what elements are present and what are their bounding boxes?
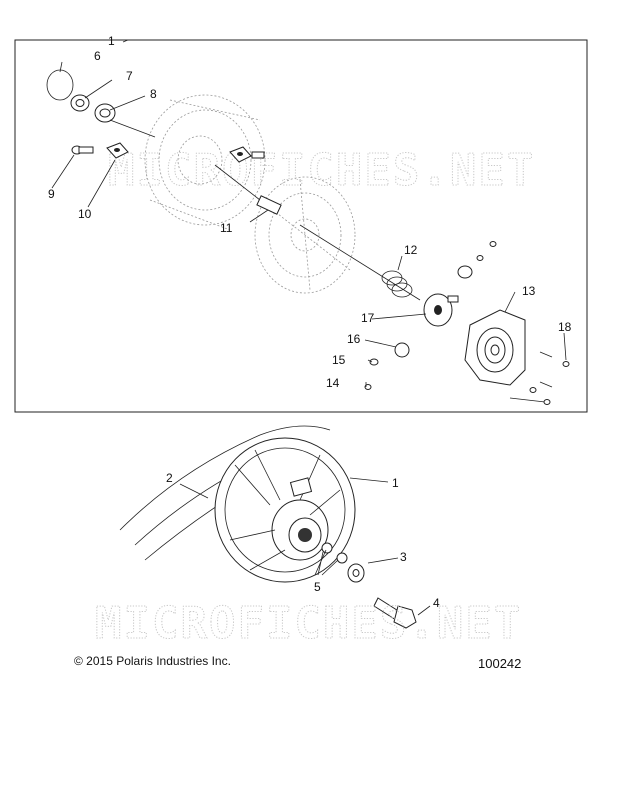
callout-12: 12 — [404, 243, 418, 257]
hub — [423, 293, 459, 327]
cover — [464, 309, 526, 386]
screws — [509, 351, 570, 405]
callout-1: 1 — [108, 34, 115, 48]
bushing-top — [457, 241, 497, 279]
callout-7: 7 — [126, 69, 133, 83]
retaining-ring — [46, 69, 74, 101]
washers — [321, 542, 348, 564]
callout-9: 9 — [48, 187, 55, 201]
exploded-view-panel: MICROFICHES.NET — [14, 34, 588, 413]
callout-bottom-2: 2 — [166, 471, 173, 485]
center-plate — [254, 176, 356, 294]
callout-15: 15 — [332, 353, 346, 367]
callout-17: 17 — [361, 311, 375, 325]
figure-number: 100242 — [478, 656, 522, 671]
spring — [381, 270, 413, 298]
callout-16: 16 — [347, 332, 361, 346]
callout-bottom-5: 5 — [314, 580, 321, 594]
clutch-sheave — [214, 437, 356, 583]
copyright-text: © 2015 Polaris Industries Inc. — [74, 654, 231, 668]
callout-11: 11 — [220, 221, 233, 235]
roller-left — [106, 142, 129, 159]
bearing — [70, 94, 90, 112]
large-washer — [347, 563, 365, 583]
pin — [71, 145, 94, 155]
watermark-bottom: MICROFICHES.NET — [95, 598, 522, 649]
callout-bottom-4: 4 — [433, 596, 440, 610]
callout-13: 13 — [522, 284, 536, 298]
assembled-view: MICROFICHES.NET 1 2 3 4 5 — [95, 425, 522, 650]
callout-10: 10 — [78, 207, 92, 221]
callout-bottom-1: 1 — [392, 476, 399, 490]
watermark-top: MICROFICHES.NET — [108, 145, 535, 196]
sheave-outline — [144, 94, 266, 231]
washer — [94, 103, 116, 123]
callout-bottom-3: 3 — [400, 550, 407, 564]
panel-frame — [14, 39, 588, 413]
callout-18: 18 — [558, 320, 572, 334]
bolt — [373, 597, 417, 629]
callout-8: 8 — [150, 87, 157, 101]
callout-14: 14 — [326, 376, 340, 390]
bushing-lower — [364, 342, 410, 390]
callout-6: 6 — [94, 49, 101, 63]
roller-right — [229, 146, 265, 163]
